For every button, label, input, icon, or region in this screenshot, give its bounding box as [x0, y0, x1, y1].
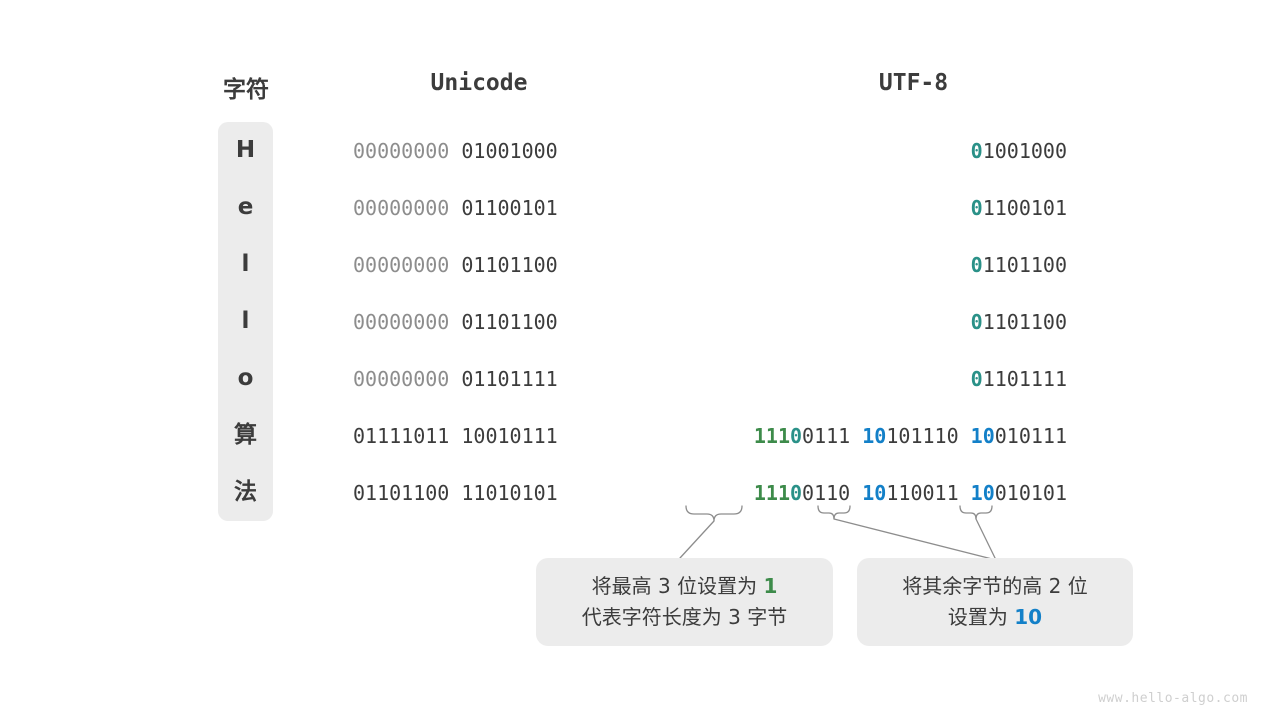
bit-segment: 10: [862, 423, 887, 448]
bit-segment: [449, 424, 461, 448]
callout-text: 将最高 3 位设置为: [591, 574, 764, 598]
bit-segment: [449, 481, 461, 505]
bit-segment: [449, 367, 461, 391]
bit-segment: 111: [753, 423, 790, 448]
callout-text: 设置为: [947, 605, 1015, 629]
column-header-utf8: UTF-8: [878, 70, 949, 96]
callout-line: 代表字符长度为 3 字节: [582, 602, 787, 633]
character-cell: l: [241, 308, 250, 334]
bit-segment: [850, 424, 862, 448]
bit-segment: 111: [753, 480, 790, 505]
column-header-character: 字符: [223, 77, 269, 103]
bit-segment: 00000000: [353, 252, 450, 277]
bit-segment: 0: [970, 252, 983, 277]
bit-segment: [850, 481, 862, 505]
watermark: www.hello-algo.com: [1098, 691, 1248, 706]
column-header-unicode: Unicode: [430, 70, 528, 96]
bit-segment: 01100101: [461, 195, 558, 220]
bit-segment: 1101100: [982, 309, 1067, 334]
bit-segment: [959, 481, 971, 505]
bit-segment: 01101100: [461, 309, 558, 334]
bit-segment: 10: [970, 480, 995, 505]
character-cell: 法: [234, 479, 257, 505]
callout-line: 将其余字节的高 2 位: [902, 571, 1087, 602]
bit-segment: 010111: [994, 423, 1067, 448]
bit-segment: 1101111: [982, 366, 1067, 391]
character-cell: 算: [234, 422, 257, 448]
unicode-cell: 01111011 10010111: [353, 407, 605, 464]
bit-segment: 01111011: [353, 423, 450, 448]
callout-leading-bits: 将最高 3 位设置为 1 代表字符长度为 3 字节: [536, 558, 833, 646]
bit-segment: 1101100: [982, 252, 1067, 277]
character-cell: o: [237, 365, 254, 391]
bit-segment: 00000000: [353, 366, 450, 391]
callout-text: 将其余字节的高 2 位: [902, 574, 1088, 598]
unicode-cell: 00000000 01101111: [353, 350, 605, 407]
bit-segment: 0: [790, 423, 803, 448]
unicode-cell: 01101100 11010101: [353, 464, 605, 521]
bit-segment: 110011: [886, 480, 959, 505]
bit-segment: 0: [790, 480, 803, 505]
character-cell: e: [237, 194, 254, 220]
callout-line: 设置为 10: [948, 602, 1042, 633]
unicode-cell: 00000000 01101100: [353, 236, 605, 293]
bit-segment: 00000000: [353, 195, 450, 220]
bit-segment: 10010111: [461, 423, 558, 448]
bit-segment: [449, 310, 461, 334]
unicode-cell: 00000000 01001000: [353, 122, 605, 179]
callout-continuation-bits: 将其余字节的高 2 位设置为 10: [857, 558, 1133, 646]
bit-segment: 01101100: [461, 252, 558, 277]
character-cell: H: [235, 137, 256, 163]
bit-segment: 01001000: [461, 138, 558, 163]
bit-segment: 11010101: [461, 480, 558, 505]
bit-segment: 10: [970, 423, 995, 448]
bit-segment: 0: [970, 366, 983, 391]
bit-segment: 0110: [802, 480, 851, 505]
callout-line: 将最高 3 位设置为 1: [592, 571, 778, 602]
bit-segment: [449, 196, 461, 220]
bit-segment: [959, 424, 971, 448]
character-cell: l: [241, 251, 250, 277]
unicode-cell: 00000000 01101100: [353, 293, 605, 350]
bit-segment: 0111: [802, 423, 851, 448]
callout-text: 10: [1014, 605, 1043, 629]
bit-segment: 0: [970, 309, 983, 334]
bit-segment: 0: [970, 138, 983, 163]
bit-segment: [449, 139, 461, 163]
unicode-cell: 00000000 01100101: [353, 179, 605, 236]
bit-segment: 00000000: [353, 309, 450, 334]
bit-segment: 1100101: [982, 195, 1067, 220]
bit-segment: 1001000: [982, 138, 1067, 163]
bit-segment: 00000000: [353, 138, 450, 163]
bit-segment: 0: [970, 195, 983, 220]
callout-text: 代表字符长度为 3 字节: [581, 605, 788, 629]
bit-segment: 010101: [994, 480, 1067, 505]
bit-segment: [449, 253, 461, 277]
callout-text: 1: [763, 574, 778, 598]
bit-segment: 01101100: [353, 480, 450, 505]
bit-segment: 01101111: [461, 366, 558, 391]
bit-segment: 101110: [886, 423, 959, 448]
bit-segment: 10: [862, 480, 887, 505]
